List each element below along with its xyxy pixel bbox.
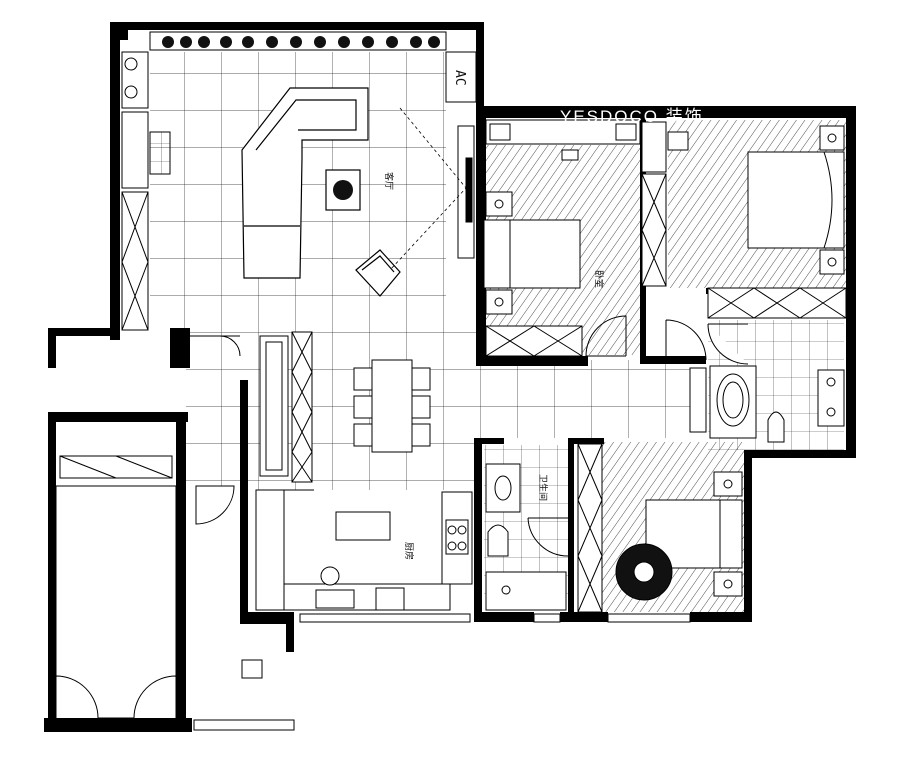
hall-floor xyxy=(476,360,696,438)
entry-door xyxy=(190,335,241,357)
planter-strip xyxy=(149,31,447,51)
dining-floor xyxy=(186,330,476,490)
kitchen-label: 厨房 xyxy=(403,542,415,560)
wardrobe-column xyxy=(641,121,667,287)
tv-cabinet xyxy=(457,125,475,259)
left-storage xyxy=(121,51,171,331)
view-lines xyxy=(389,107,467,271)
ac-unit: AC xyxy=(445,51,477,103)
coffee-table xyxy=(325,169,361,211)
sofa xyxy=(241,87,369,279)
bedroom2-furniture xyxy=(667,125,847,319)
bedroom-label: 卧室 xyxy=(593,270,605,288)
ac-label: AC xyxy=(452,70,467,86)
bathroom-fixtures xyxy=(485,463,567,611)
bedroom3-furniture xyxy=(577,443,743,613)
bathroom-door xyxy=(527,517,569,557)
dining-table xyxy=(353,359,431,453)
terrace xyxy=(55,455,263,719)
watermark: YESDOCO 装饰 xyxy=(560,107,704,126)
windows xyxy=(55,107,811,731)
bedroom1-door xyxy=(585,315,627,357)
entry-cabinet xyxy=(259,331,313,483)
bathroom-label: 卫生间 xyxy=(537,474,549,501)
living-room-label: 客厅 xyxy=(383,172,395,190)
master-bath xyxy=(689,323,845,443)
bedroom2-door xyxy=(665,319,707,361)
bedroom1-furniture xyxy=(483,119,641,357)
kitchen xyxy=(255,489,473,611)
armchair xyxy=(355,249,401,297)
